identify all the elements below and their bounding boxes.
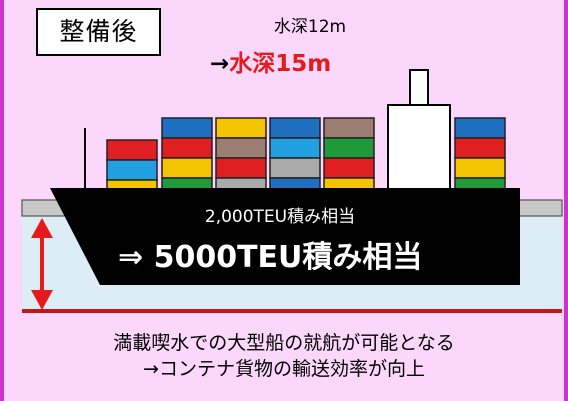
ship-bridge <box>387 69 451 201</box>
caption-line-2: →コンテナ貨物の輸送効率が向上 <box>143 358 425 380</box>
caption-line-1: 満載喫水での大型船の就航が可能となる <box>113 332 455 354</box>
depth-after-label: →水深15m <box>210 44 430 78</box>
panel-left-border <box>0 0 4 401</box>
capacity-after-label: ⇒ 5000TEU積み相当 <box>118 240 423 275</box>
depth-arrow <box>31 218 53 310</box>
depth-before-label: 水深12m <box>273 17 347 37</box>
caption: 満載喫水での大型船の就航が可能となる →コンテナ貨物の輸送効率が向上 <box>0 330 568 382</box>
panel-right-border <box>564 0 568 401</box>
container-stacks <box>106 117 506 201</box>
ship-hull <box>50 188 520 285</box>
seabed-line <box>22 309 562 313</box>
after-improvement-badge: 整備後 <box>36 8 161 56</box>
depth-after-value: 水深15m <box>229 51 332 77</box>
capacity-before-label: 2,000TEU積み相当 <box>204 207 356 227</box>
depth-arrow-glyph: → <box>210 51 230 77</box>
